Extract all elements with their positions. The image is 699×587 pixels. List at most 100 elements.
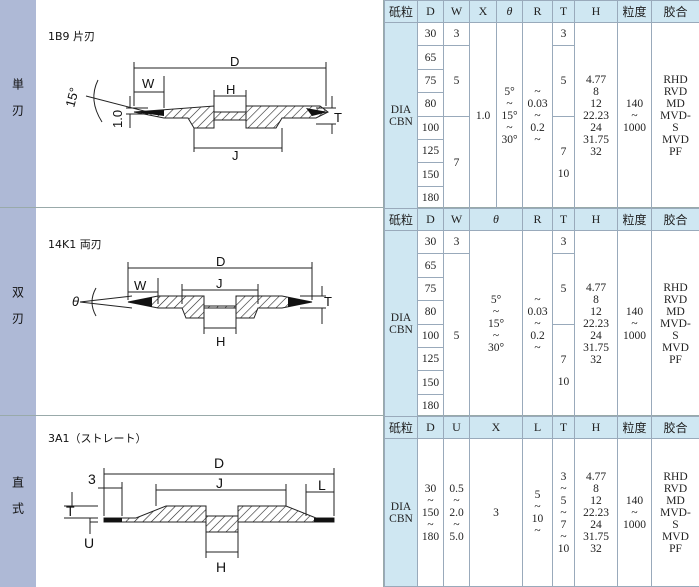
diagram-14k1: 14K1 両刃 (36, 208, 384, 415)
dim-label-u: U (84, 535, 94, 551)
x-cell: 1.0 (469, 21, 497, 211)
diameter-cell: 65 (417, 253, 444, 278)
t-cell: 3 (552, 21, 575, 47)
header-cell: 胶合 (651, 208, 699, 231)
diagram-title: 3A1（ストレート） (48, 432, 147, 445)
t-cell: 5 (552, 45, 575, 117)
dim-label-d: D (230, 54, 239, 69)
dim-label-j: J (232, 148, 239, 163)
r-cell: ~0.03~0.2~ (522, 21, 553, 211)
header-cell: θ (469, 208, 523, 231)
wheel-drawing-14k1: D W J H T θ (72, 254, 332, 349)
header-cell: R (522, 0, 553, 23)
w-cell: 7 (443, 115, 470, 211)
header-cell: W (443, 0, 470, 23)
header-cell: 砥粒 (384, 0, 418, 23)
d-range-cell: 30~150~180 (417, 438, 444, 587)
diagram-title: 14K1 両刃 (48, 238, 102, 251)
header-cell: X (469, 416, 523, 439)
header-row: 砥粒 D W X θ R T H 粒度 胶合 (384, 0, 699, 23)
diameter-cell: 180 (417, 185, 444, 211)
dim-label-t: T (334, 110, 342, 125)
u-range-cell: 0.5~2.0~5.0 (443, 438, 470, 587)
wheel-drawing-3a1: D J L H T U 3 (64, 455, 335, 575)
diameter-cell: 80 (417, 92, 444, 117)
header-cell: W (443, 208, 470, 231)
header-cell: U (443, 416, 470, 439)
header-cell: 粒度 (617, 0, 652, 23)
dim-label-t: T (66, 503, 75, 519)
diameter-cell: 75 (417, 276, 444, 302)
header-cell: 胶合 (651, 0, 699, 23)
diameter-cell: 180 (417, 393, 444, 419)
dim-label-thickness: 1.0 (110, 110, 125, 128)
side-label-text: 直式 (10, 475, 25, 528)
dim-label-j: J (216, 475, 223, 491)
header-cell: D (417, 416, 444, 439)
theta-cell: 5°~15°~30° (469, 229, 523, 419)
diagram-title: 1B9 片刃 (48, 30, 96, 43)
side-label-text: 単刃 (10, 77, 25, 130)
header-row: 砥粒 D W θ R T H 粒度 胶合 (384, 208, 699, 231)
x-cell: 3 (469, 438, 523, 587)
dim-label-h: H (216, 334, 225, 349)
header-cell: R (522, 208, 553, 231)
dim-label-t: T (324, 294, 332, 309)
grit-cell: 140~1000 (617, 229, 652, 419)
w-cell: 5 (443, 253, 470, 419)
dim-label-angle: 15° (62, 86, 82, 109)
side-label-straight: 直式 (0, 416, 36, 587)
diameter-cell: 100 (417, 115, 444, 140)
header-row: 砥粒 D U X L T H 粒度 胶合 (384, 416, 699, 439)
theta-cell: 5°~15°~30° (496, 21, 523, 211)
header-cell: T (552, 416, 575, 439)
side-label-double: 双刃 (0, 208, 36, 415)
header-cell: 胶合 (651, 416, 699, 439)
w-cell: 5 (443, 45, 470, 117)
grit-cell: 140~1000 (617, 21, 652, 211)
r-cell: ~0.03~0.2~ (522, 229, 553, 419)
diameter-cell: 100 (417, 323, 444, 348)
header-cell: H (574, 208, 618, 231)
diameter-cell: 80 (417, 300, 444, 325)
w-cell: 3 (443, 229, 470, 255)
diagram-1b9: 1B9 片刃 (36, 0, 384, 207)
dim-label-j: J (216, 276, 223, 291)
header-cell: T (552, 0, 575, 23)
diagram-3a1: 3A1（ストレート） (36, 416, 384, 587)
dim-label-h: H (226, 82, 235, 97)
header-cell: T (552, 208, 575, 231)
dim-label-3: 3 (88, 471, 96, 487)
diameter-cell: 30 (417, 21, 444, 47)
t-cell: 5 (552, 253, 575, 325)
side-label-single: 単刃 (0, 0, 36, 207)
grit-cell: 140~1000 (617, 438, 652, 587)
header-cell: 砥粒 (384, 416, 418, 439)
diameter-cell: 125 (417, 138, 444, 164)
wheel-drawing-1b9: D W H J T 15° 1.0 (62, 54, 342, 163)
diameter-cell: 30 (417, 229, 444, 255)
header-cell: D (417, 0, 444, 23)
diameter-cell: 65 (417, 45, 444, 70)
header-cell: L (522, 416, 553, 439)
l-range-cell: 5~10~ (522, 438, 553, 587)
t-cell: 3 (552, 229, 575, 255)
header-cell: H (574, 0, 618, 23)
header-cell: H (574, 416, 618, 439)
w-cell: 3 (443, 21, 470, 47)
header-cell: θ (496, 0, 523, 23)
diameter-cell: 150 (417, 162, 444, 187)
diameter-cell: 150 (417, 370, 444, 395)
section-double-edge: 双刃 14K1 両刃 (0, 208, 699, 419)
